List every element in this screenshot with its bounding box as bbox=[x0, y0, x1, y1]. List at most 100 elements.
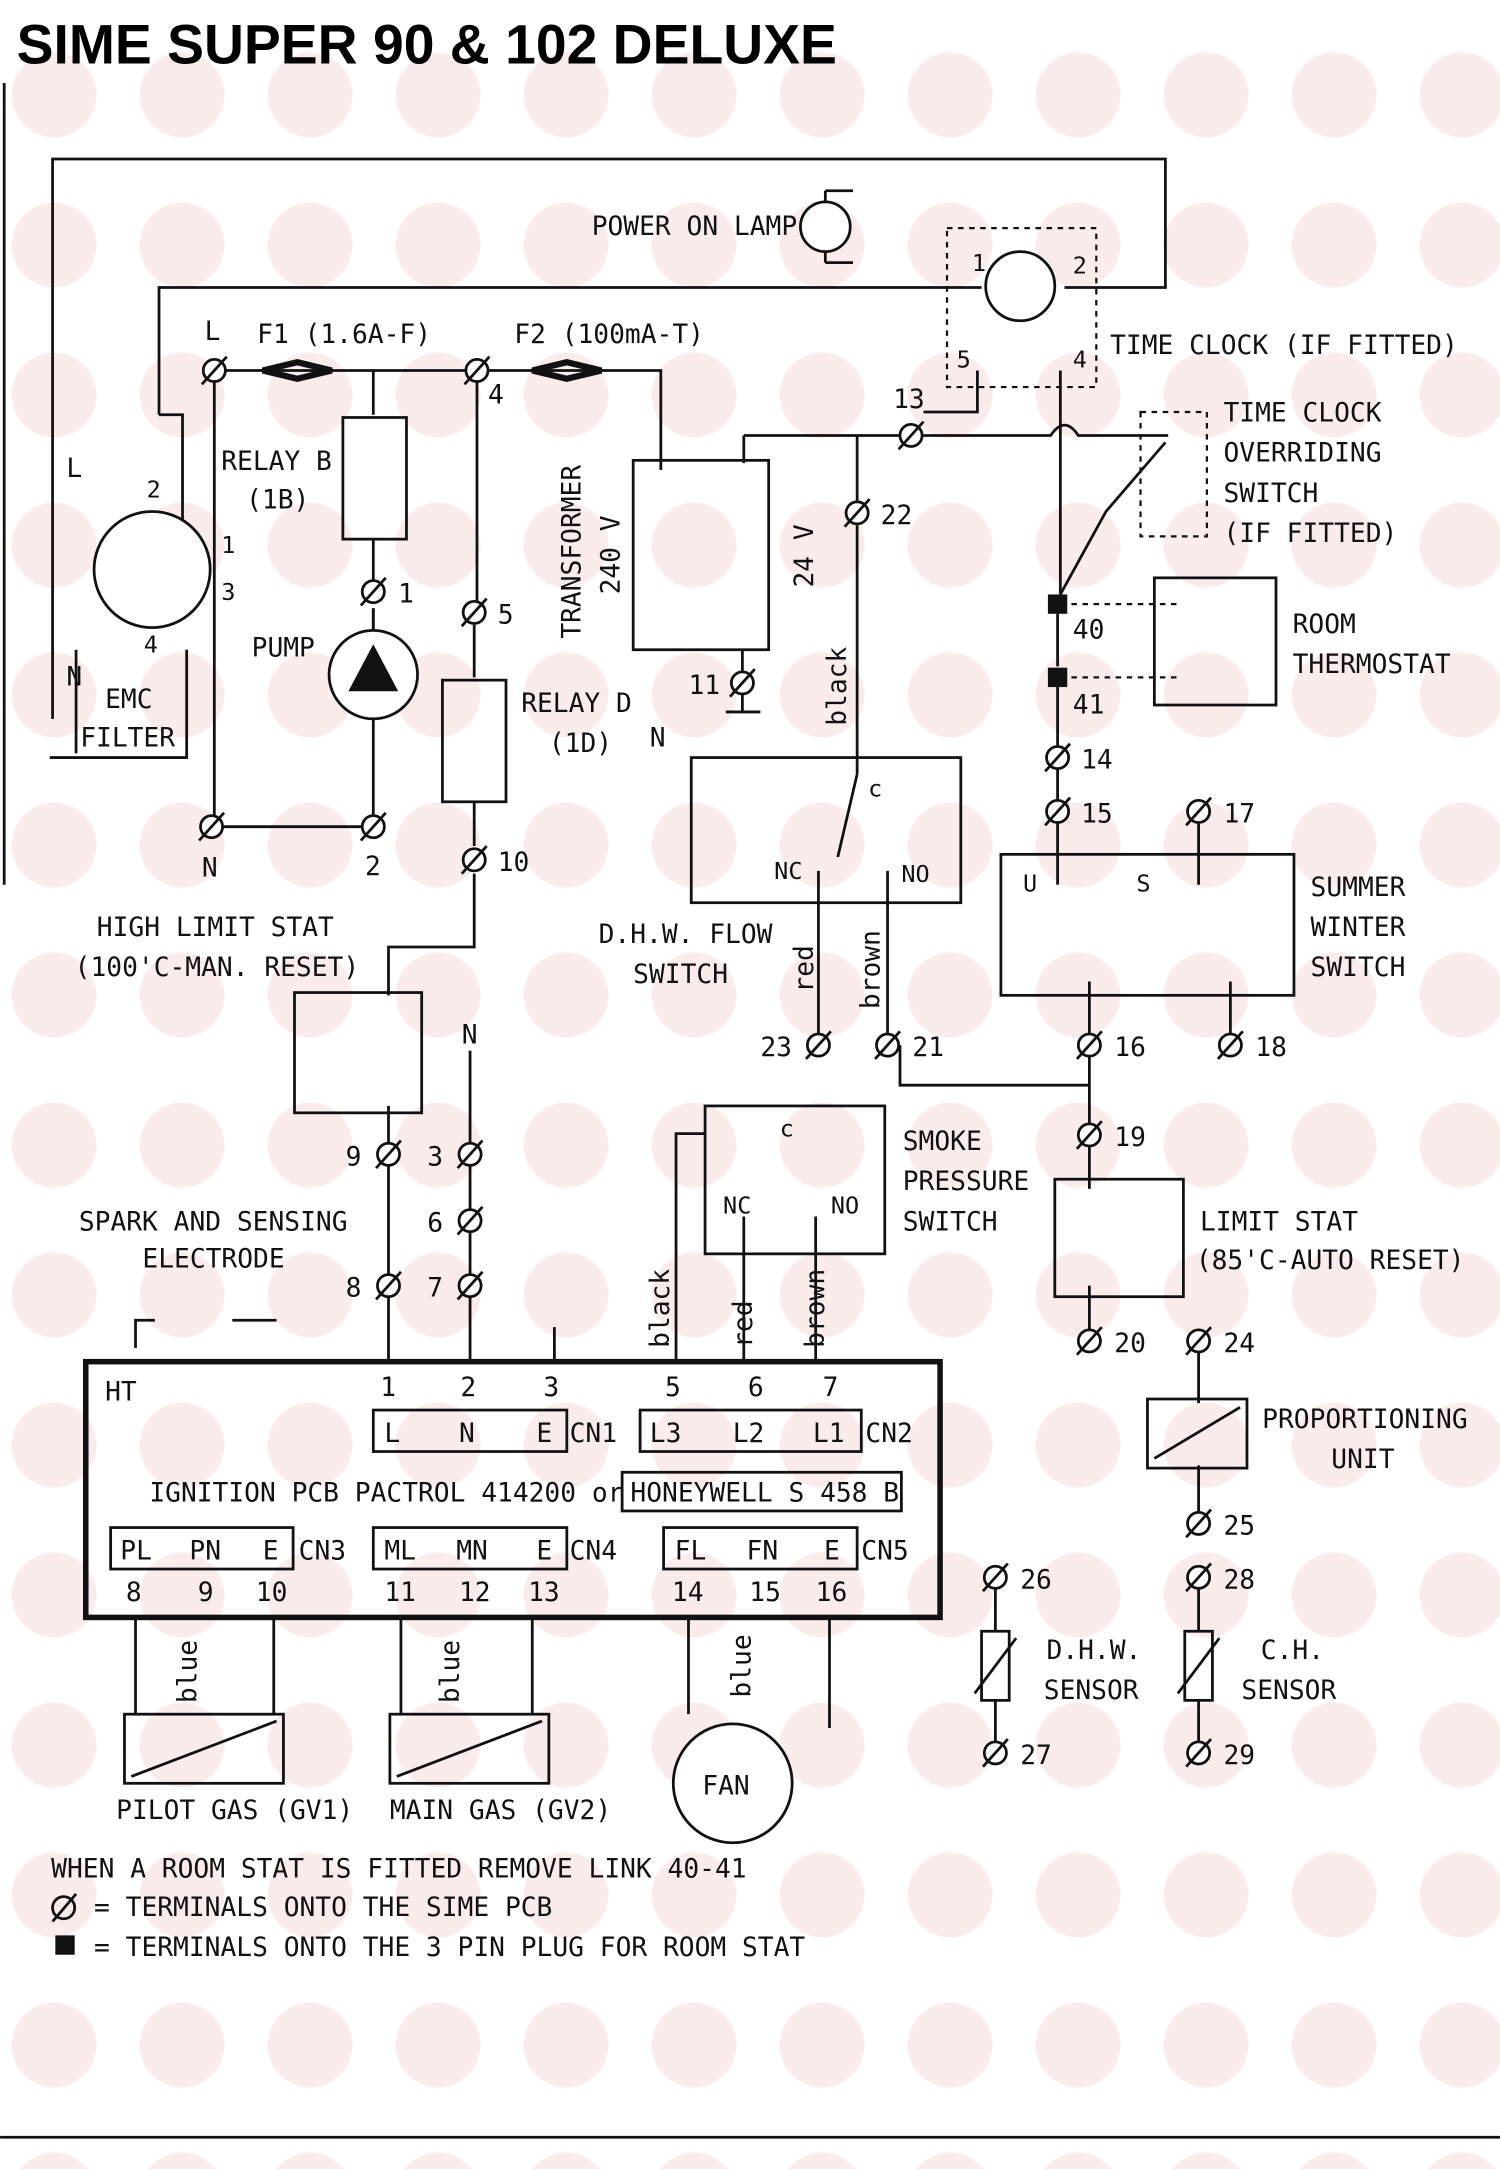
terminal-icon bbox=[456, 1270, 484, 1301]
proportioning-label-2: UNIT bbox=[1331, 1445, 1394, 1475]
neutral-label: N bbox=[202, 853, 218, 883]
limit-stat-box bbox=[1053, 1177, 1185, 1299]
svg-text:E: E bbox=[536, 1419, 552, 1449]
svg-text:CN1: CN1 bbox=[570, 1419, 617, 1449]
svg-text:16: 16 bbox=[816, 1578, 848, 1608]
svg-text:L1: L1 bbox=[813, 1419, 845, 1449]
terminal-number: 7 bbox=[427, 1274, 443, 1304]
component-symbols bbox=[130, 1406, 1241, 1778]
svg-text:CN2: CN2 bbox=[865, 1419, 912, 1449]
pcb-alt-model: HONEYWELL S 458 B bbox=[630, 1478, 899, 1508]
terminal-number: 41 bbox=[1073, 690, 1105, 720]
terminal-number: 29 bbox=[1223, 1741, 1255, 1771]
ch-sensor-icon bbox=[1183, 1629, 1214, 1702]
emc-filter-label: FILTER bbox=[80, 724, 175, 754]
summer-winter-switch-box bbox=[999, 852, 1296, 997]
svg-text:E: E bbox=[263, 1536, 279, 1566]
terminal-number: 10 bbox=[498, 848, 530, 878]
plug-terminal-symbol-icon bbox=[55, 1935, 75, 1955]
terminal-41-plug-icon bbox=[1047, 667, 1068, 688]
emc-live-label: L bbox=[66, 454, 82, 484]
fuse-f1-label: F1 (1.6A-F) bbox=[257, 320, 431, 350]
proportioning-unit-box bbox=[1146, 1397, 1249, 1470]
terminal-icon bbox=[1185, 1738, 1213, 1768]
terminal-icon bbox=[200, 355, 228, 386]
terminal-icon bbox=[897, 420, 925, 451]
svg-text:CN3: CN3 bbox=[299, 1536, 346, 1566]
svg-text:L: L bbox=[384, 1419, 400, 1449]
page-title: SIME SUPER 90 & 102 DELUXE bbox=[17, 14, 837, 76]
terminal-number: 22 bbox=[881, 501, 913, 531]
dhw-c-label: c bbox=[868, 774, 882, 802]
pilot-gas-valve bbox=[123, 1712, 285, 1785]
terminal-number: 14 bbox=[1081, 746, 1113, 776]
terminal-icon bbox=[1075, 1030, 1103, 1060]
svg-text:FN: FN bbox=[747, 1536, 779, 1566]
ignition-pcb bbox=[82, 1358, 943, 1621]
terminal-icon bbox=[804, 1030, 832, 1060]
dhw-no-label: NO bbox=[901, 860, 929, 888]
relay-d bbox=[441, 678, 508, 804]
svg-text:9: 9 bbox=[198, 1578, 214, 1608]
smoke-label-2: PRESSURE bbox=[903, 1167, 1029, 1197]
terminal-number: 8 bbox=[346, 1274, 362, 1304]
terminal-icon bbox=[456, 1139, 484, 1170]
terminal-icon bbox=[463, 355, 491, 386]
terminal-icon bbox=[874, 1030, 902, 1060]
pcb-title: IGNITION PCB PACTROL 414200 or bbox=[149, 1478, 623, 1508]
terminal-number: 4 bbox=[488, 381, 504, 411]
terminal-number: 11 bbox=[688, 671, 720, 701]
ch-sensor-label-1: C.H. bbox=[1261, 1636, 1324, 1666]
smoke-c-label: c bbox=[780, 1114, 794, 1142]
override-label-2: OVERRIDING bbox=[1223, 439, 1381, 469]
svg-text:6: 6 bbox=[748, 1373, 764, 1403]
terminal-icon bbox=[460, 597, 488, 628]
terminal-40-plug-icon bbox=[1047, 594, 1068, 614]
svg-text:ML: ML bbox=[384, 1536, 416, 1566]
terminal-icon bbox=[1044, 796, 1072, 827]
transformer-label: TRANSFORMER bbox=[558, 465, 588, 639]
transformer-voltage: 240 V bbox=[596, 515, 626, 594]
terminal-icon bbox=[1075, 1120, 1103, 1150]
fuses bbox=[261, 358, 603, 382]
time-clock-label: TIME CLOCK (IF FITTED) bbox=[1110, 331, 1458, 361]
relay-d-code: (1D) bbox=[549, 729, 612, 759]
relay-d-label: RELAY D bbox=[521, 689, 632, 719]
terminal-number: 13 bbox=[893, 385, 925, 415]
emc-neutral-label: N bbox=[66, 663, 82, 693]
svg-text:CN4: CN4 bbox=[570, 1536, 617, 1566]
terminal-symbol-icon bbox=[51, 1893, 78, 1923]
emc-pin-3: 3 bbox=[221, 578, 235, 606]
dhw-flow-switch-label-2: SWITCH bbox=[633, 960, 728, 990]
svg-text:5: 5 bbox=[665, 1373, 681, 1403]
svg-text:15: 15 bbox=[749, 1578, 781, 1608]
terminal-icon bbox=[375, 1270, 402, 1301]
dhw-sensor-label-2: SENSOR bbox=[1044, 1676, 1139, 1706]
svg-text:E: E bbox=[824, 1536, 840, 1566]
terminal-number: 16 bbox=[1114, 1033, 1146, 1063]
dhw-sensor-icon bbox=[980, 1629, 1011, 1702]
terminal-icon bbox=[728, 668, 756, 698]
wire-red-dhw: red bbox=[790, 945, 820, 992]
high-limit-stat-box bbox=[293, 991, 424, 1115]
wire-color-labels: black red brown black red brown blue blu… bbox=[173, 647, 886, 1704]
dashed-links bbox=[945, 226, 1208, 679]
svg-text:PL: PL bbox=[120, 1536, 152, 1566]
svg-text:1: 1 bbox=[380, 1373, 396, 1403]
terminal-number: 24 bbox=[1223, 1329, 1255, 1359]
terminal-number: 3 bbox=[427, 1142, 443, 1172]
live-label: L bbox=[205, 317, 221, 347]
wire-blue-fan: blue bbox=[728, 1634, 758, 1697]
neutral-arrow-label: N bbox=[462, 1021, 478, 1051]
terminal-number: 26 bbox=[1020, 1565, 1052, 1595]
terminal-number: 5 bbox=[498, 600, 514, 630]
smoke-label-3: SWITCH bbox=[903, 1207, 998, 1237]
fan-icon bbox=[671, 1722, 794, 1845]
terminal-icon bbox=[981, 1738, 1009, 1768]
svg-text:3: 3 bbox=[543, 1373, 559, 1403]
ch-sensor-label-2: SENSOR bbox=[1241, 1676, 1336, 1706]
